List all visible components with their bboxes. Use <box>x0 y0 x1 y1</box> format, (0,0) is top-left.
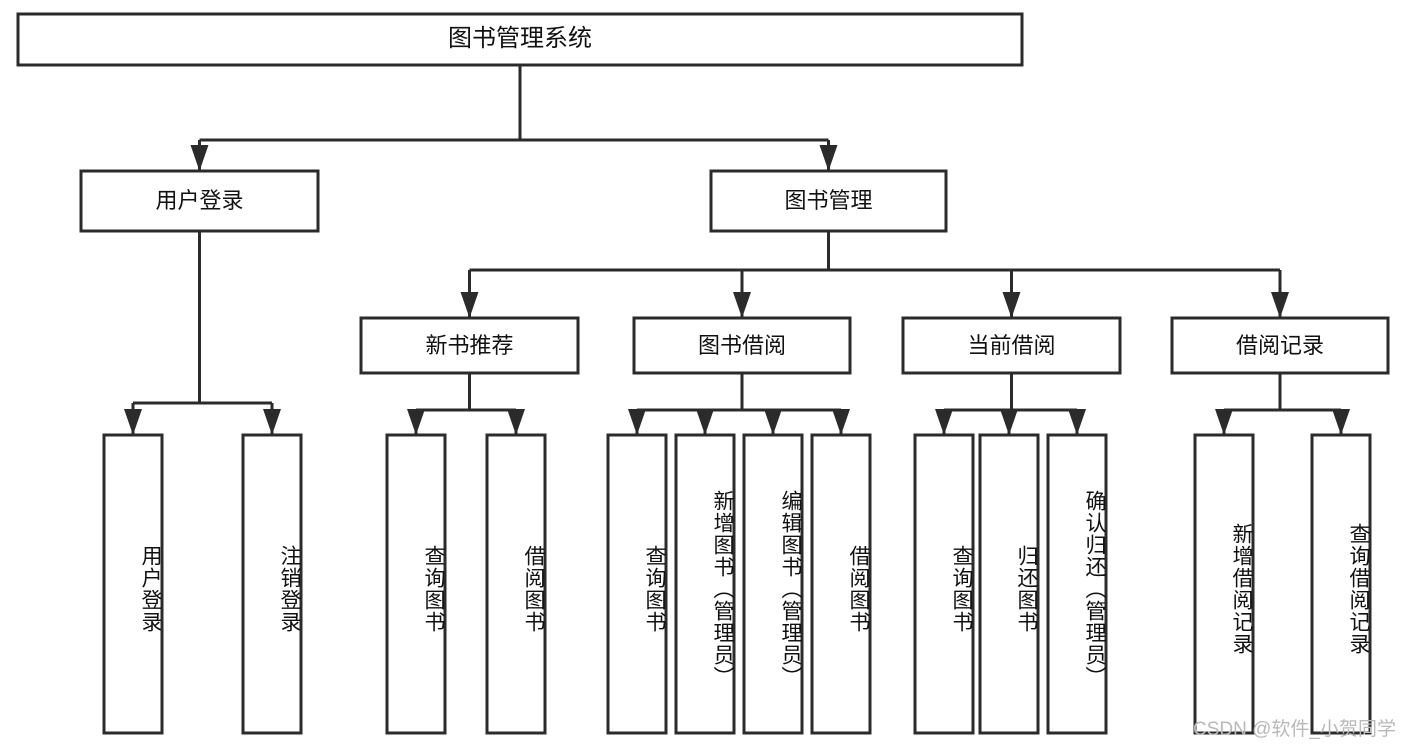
arrow-head-icon <box>1215 409 1233 435</box>
node-box-book-management[interactable] <box>709 169 948 233</box>
node-box-leaf-query-book-rec[interactable] <box>385 433 447 735</box>
node-box-leaf-query-book-borrow[interactable] <box>606 433 668 735</box>
node-box-leaf-user-login[interactable] <box>102 433 164 735</box>
arrow-head-icon <box>696 409 714 435</box>
node-boxes-group <box>16 12 1390 735</box>
arrow-head-icon <box>460 292 479 318</box>
node-box-book-borrow[interactable] <box>632 316 852 375</box>
node-box-leaf-confirm-return-admin[interactable] <box>1046 433 1108 735</box>
node-box-leaf-borrow-book[interactable] <box>810 433 872 735</box>
node-box-leaf-return-book[interactable] <box>978 433 1040 735</box>
arrow-head-icon <box>1332 409 1350 435</box>
arrow-head-icon <box>1002 292 1021 318</box>
node-box-leaf-query-borrow-record[interactable] <box>1310 433 1372 735</box>
node-box-borrow-record[interactable] <box>1170 316 1390 375</box>
arrow-head-icon <box>263 409 281 435</box>
node-box-leaf-add-book-admin[interactable] <box>674 433 736 735</box>
arrow-head-icon <box>935 409 953 435</box>
node-box-user-login[interactable] <box>79 169 320 233</box>
node-box-root[interactable] <box>16 12 1024 67</box>
node-box-new-book-recommend[interactable] <box>359 316 580 375</box>
arrow-head-icon <box>190 145 209 171</box>
arrow-head-icon <box>832 409 850 435</box>
arrow-head-icon <box>1068 409 1086 435</box>
node-box-leaf-user-logout[interactable] <box>241 433 303 735</box>
arrow-head-icon <box>764 409 782 435</box>
node-box-leaf-borrow-book-rec[interactable] <box>485 433 547 735</box>
arrow-head-icon <box>507 409 525 435</box>
connectors-group <box>124 65 1350 435</box>
arrow-head-icon <box>124 409 142 435</box>
node-box-leaf-add-borrow-record[interactable] <box>1193 433 1255 735</box>
node-box-leaf-query-book-current[interactable] <box>913 433 975 735</box>
arrow-head-icon <box>1271 292 1289 318</box>
node-box-leaf-edit-book-admin[interactable] <box>742 433 804 735</box>
arrow-head-icon <box>407 409 425 435</box>
csdn-watermark: CSDN @软件_小贺同学 <box>1193 719 1396 740</box>
node-box-current-borrow[interactable] <box>901 316 1122 375</box>
arrow-head-icon <box>1000 409 1018 435</box>
arrow-head-icon <box>733 292 751 318</box>
arrow-head-icon <box>628 409 646 435</box>
arrow-head-icon <box>819 145 838 171</box>
